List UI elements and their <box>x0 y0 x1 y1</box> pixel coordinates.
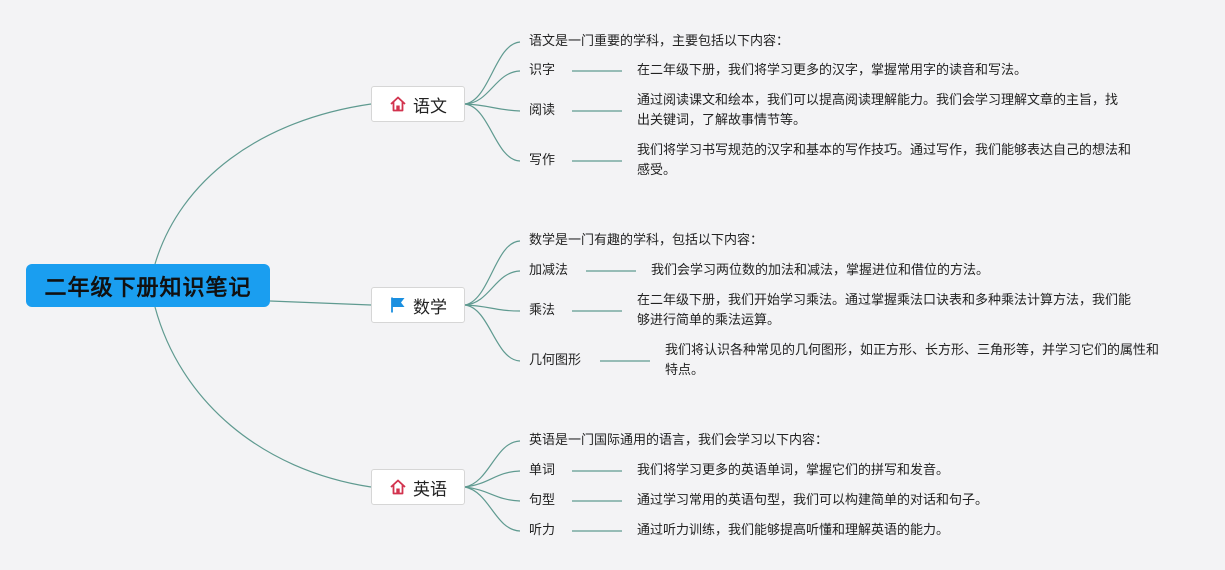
link-shuxue-item1 <box>464 304 521 312</box>
flag-icon <box>389 296 407 314</box>
link-shuxue-item2 <box>464 304 521 362</box>
link-yuwen-item1 <box>464 103 521 112</box>
subtopic-label[interactable]: 听力 <box>529 523 556 538</box>
subtopic-desc: 通过学习常用的英语句型，我们可以构建简单的对话和句子。 <box>637 493 989 508</box>
subtopic-label[interactable]: 乘法 <box>529 303 556 318</box>
branch-intro: 语文是一门重要的学科，主要包括以下内容： <box>529 34 790 49</box>
subtopic-desc: 在二年级下册，我们开始学习乘法。通过掌握乘法口诀表和多种乘法计算方法，我们能够进… <box>637 293 1132 328</box>
subtopic-label[interactable]: 阅读 <box>529 103 556 118</box>
link-shuxue-intro <box>464 240 521 306</box>
subtopic-desc: 我们将学习更多的英语单词，掌握它们的拼写和发音。 <box>637 463 950 478</box>
subtopic-desc: 通过听力训练，我们能够提高听懂和理解英语的能力。 <box>637 523 950 538</box>
home-icon <box>389 95 407 113</box>
root-topic[interactable]: 二年级下册知识笔记 <box>26 264 270 307</box>
branch-yuwen[interactable]: 语文 <box>371 86 465 122</box>
link-yuwen-item2 <box>464 103 521 162</box>
link-shuxue-item0 <box>464 270 521 306</box>
subtopic-label[interactable]: 几何图形 <box>529 353 582 368</box>
link-root-yingyu <box>154 306 372 488</box>
link-yuwen-item0 <box>464 70 521 105</box>
subtopic-label[interactable]: 单词 <box>529 463 556 478</box>
subtopic-desc: 我们将认识各种常见的几何图形，如正方形、长方形、三角形等，并学习它们的属性和特点… <box>665 343 1160 378</box>
subtopic-desc: 在二年级下册，我们将学习更多的汉字，掌握常用字的读音和写法。 <box>637 63 1028 78</box>
subtopic-desc: 通过阅读课文和绘本，我们可以提高阅读理解能力。我们会学习理解文章的主旨，找出关键… <box>637 93 1119 128</box>
branch-yingyu[interactable]: 英语 <box>371 469 465 505</box>
link-yingyu-intro <box>464 440 521 488</box>
subtopic-label[interactable]: 识字 <box>529 63 556 78</box>
branch-label: 数学 <box>413 297 447 318</box>
home-icon <box>389 478 407 496</box>
subtopic-desc: 我们将学习书写规范的汉字和基本的写作技巧。通过写作，我们能够表达自己的想法和感受… <box>637 143 1132 178</box>
link-yingyu-item2 <box>464 486 521 532</box>
link-root-shuxue <box>269 300 372 306</box>
subtopic-label[interactable]: 句型 <box>529 493 556 508</box>
branch-shuxue[interactable]: 数学 <box>371 287 465 323</box>
subtopic-label[interactable]: 写作 <box>529 153 556 168</box>
branch-intro: 英语是一门国际通用的语言，我们会学习以下内容： <box>529 433 829 448</box>
subtopic-label[interactable]: 加减法 <box>529 263 569 278</box>
link-yuwen-intro <box>464 41 521 105</box>
link-root-yuwen <box>154 103 372 265</box>
branch-label: 语文 <box>413 96 447 117</box>
branch-label: 英语 <box>413 479 447 500</box>
link-yingyu-item0 <box>464 470 521 488</box>
link-yingyu-item1 <box>464 486 521 502</box>
branch-intro: 数学是一门有趣的学科，包括以下内容： <box>529 233 764 248</box>
subtopic-desc: 我们会学习两位数的加法和减法，掌握进位和借位的方法。 <box>651 263 990 278</box>
